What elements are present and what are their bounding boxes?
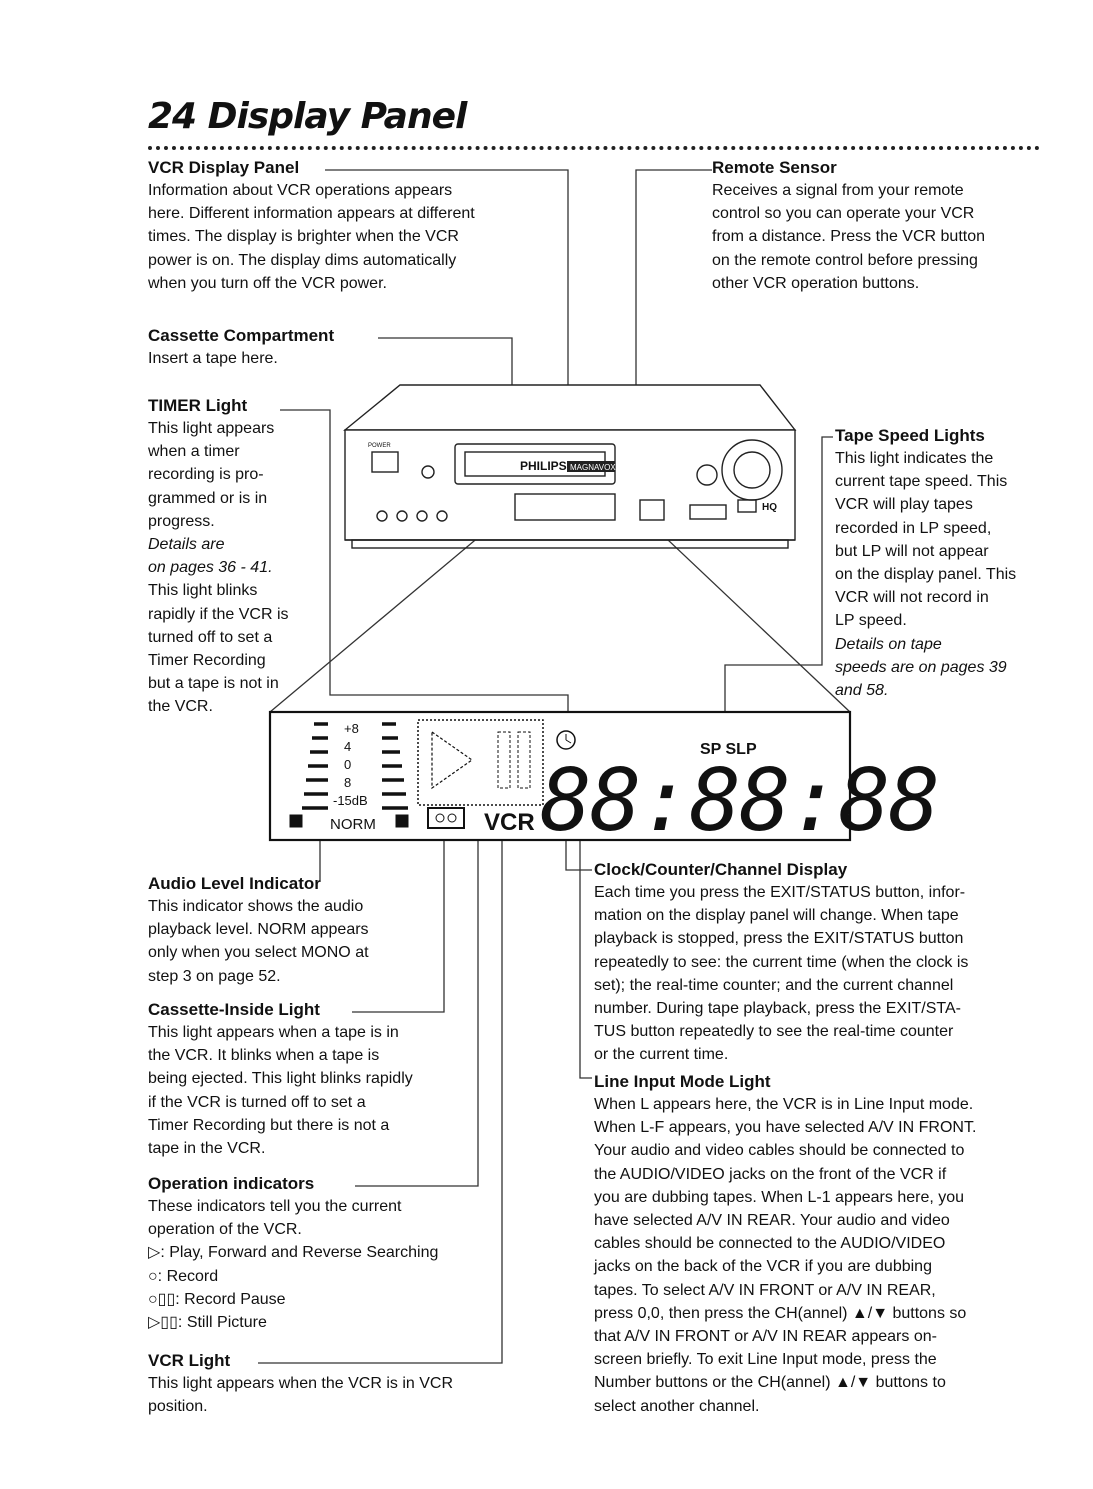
level-mark-8: 8 (344, 775, 351, 790)
timer-light-heading: TIMER Light (148, 396, 248, 415)
pause-left-icon (497, 731, 511, 789)
leader-tape-speed (724, 436, 833, 745)
timer-light-body-b: This light blinks rapidly if the VCR is … (148, 582, 289, 716)
level-bars-left (302, 722, 328, 810)
leader-line-input (579, 840, 592, 1079)
level-mark-4: 4 (344, 739, 351, 754)
level-mark-minus15: -15dB (333, 793, 368, 808)
line-input-body: When L appears here, the VCR is in Line … (594, 1096, 977, 1415)
still-symbol-icon: ▷▯▯ (148, 1314, 178, 1332)
record-pause-symbol-icon: ○▯▯ (148, 1290, 176, 1308)
tape-speed-lights-body-italic: Details on tape speeds are on pages 39 a… (835, 635, 1007, 700)
section-tape-speed-lights: Tape Speed Lights This light indicates t… (835, 426, 1055, 702)
vcr-light-heading: VCR Light (148, 1351, 231, 1370)
left-channel-icon (289, 814, 303, 828)
leader-operation (355, 770, 479, 1187)
vcr-display-panel-body: Information about VCR operations appears… (148, 182, 475, 292)
leader-clock (565, 840, 592, 871)
cassette-inside-icon (427, 807, 465, 829)
remote-sensor-body: Receives a signal from your remote contr… (712, 182, 986, 292)
op-item-still: ▷▯▯: Still Picture (148, 1311, 488, 1334)
operation-indicators-heading: Operation indicators (148, 1174, 315, 1193)
brand2-label: MAGNAVOX (570, 463, 616, 472)
vcr-display-panel-heading: VCR Display Panel (148, 158, 300, 177)
op-item-record-pause-text: : Record Pause (175, 1290, 286, 1308)
op-item-record-text: : Record (157, 1267, 219, 1285)
section-cassette-inside-light: Cassette-Inside Light This light appears… (148, 1000, 468, 1160)
right-channel-icon (395, 814, 409, 828)
record-symbol-icon: ○ (148, 1267, 158, 1285)
op-item-still-text: : Still Picture (177, 1314, 267, 1332)
hq-label: HQ (762, 502, 777, 513)
audio-level-body: This indicator shows the audio playback … (148, 898, 369, 985)
display-panel-text: +8 4 0 8 -15dB NORM VCR SP SLP 88:88:88 (330, 721, 940, 851)
clock-counter-heading: Clock/Counter/Channel Display (594, 860, 848, 879)
tape-speed-indicator: SP SLP (700, 741, 757, 758)
vcr-light-indicator: VCR (484, 809, 535, 836)
tape-speed-lights-body-a: This light indicates the current tape sp… (835, 450, 1017, 630)
cassette-compartment-body: Insert a tape here. (148, 350, 278, 367)
op-item-play-text: : Play, Forward and Reverse Searching (160, 1244, 439, 1262)
power-label: POWER (368, 443, 391, 449)
section-timer-light: TIMER Light This light appears when a ti… (148, 396, 328, 719)
leader-vcr-light (258, 840, 503, 1364)
timer-light-body-italic: Details are on pages 36 - 41. (148, 536, 273, 577)
section-operation-indicators: Operation indicators These indicators te… (148, 1174, 488, 1334)
level-mark-plus8: +8 (344, 721, 359, 736)
operation-indicators-list: ▷: Play, Forward and Reverse Searching ○… (148, 1241, 488, 1334)
remote-sensor-heading: Remote Sensor (712, 158, 837, 177)
brand-label: PHILIPS (520, 459, 567, 473)
timer-clock-icon (556, 730, 576, 750)
section-cassette-compartment: Cassette Compartment Insert a tape here. (148, 326, 388, 370)
play-symbol-icon: ▷ (148, 1244, 161, 1262)
op-item-record-pause: ○▯▯: Record Pause (148, 1288, 488, 1311)
level-mark-0: 0 (344, 757, 351, 772)
pause-right-icon (517, 731, 531, 789)
dotted-divider (148, 146, 1040, 150)
section-clock-counter-channel: Clock/Counter/Channel Display Each time … (594, 860, 1044, 1067)
tape-speed-lights-heading: Tape Speed Lights (835, 426, 985, 445)
section-audio-level-indicator: Audio Level Indicator This indicator sho… (148, 874, 448, 988)
norm-indicator: NORM (330, 816, 376, 833)
vcr-illustration (343, 384, 797, 549)
operation-indicators-body: These indicators tell you the current op… (148, 1198, 402, 1239)
op-item-record: ○: Record (148, 1265, 488, 1288)
vcr-light-body: This light appears when the VCR is in VC… (148, 1375, 454, 1416)
section-vcr-light: VCR Light This light appears when the VC… (148, 1351, 528, 1418)
cassette-inside-body: This light appears when a tape is in the… (148, 1024, 413, 1158)
section-line-input-mode: Line Input Mode Light When L appears her… (594, 1072, 1054, 1418)
page-title: 24 Display Panel (148, 96, 467, 137)
clock-counter-body: Each time you press the EXIT/STATUS butt… (594, 884, 969, 1064)
audio-level-heading: Audio Level Indicator (148, 874, 321, 893)
line-input-heading: Line Input Mode Light (594, 1072, 771, 1091)
leader-cassette-inside (352, 828, 445, 1013)
cassette-compartment-heading: Cassette Compartment (148, 326, 335, 345)
leader-timer (280, 409, 569, 732)
level-bars-right (382, 722, 408, 810)
clock-counter-digits: 88:88:88 (540, 751, 938, 851)
timer-light-body-a: This light appears when a timer recordin… (148, 420, 275, 530)
brand2-plate (567, 461, 615, 472)
op-item-play: ▷: Play, Forward and Reverse Searching (148, 1241, 488, 1264)
section-vcr-display-panel: VCR Display Panel Information about VCR … (148, 158, 568, 295)
cassette-inside-heading: Cassette-Inside Light (148, 1000, 320, 1019)
play-indicator-icon (431, 730, 474, 790)
display-panel (268, 710, 852, 842)
section-remote-sensor: Remote Sensor Receives a signal from you… (712, 158, 1052, 295)
